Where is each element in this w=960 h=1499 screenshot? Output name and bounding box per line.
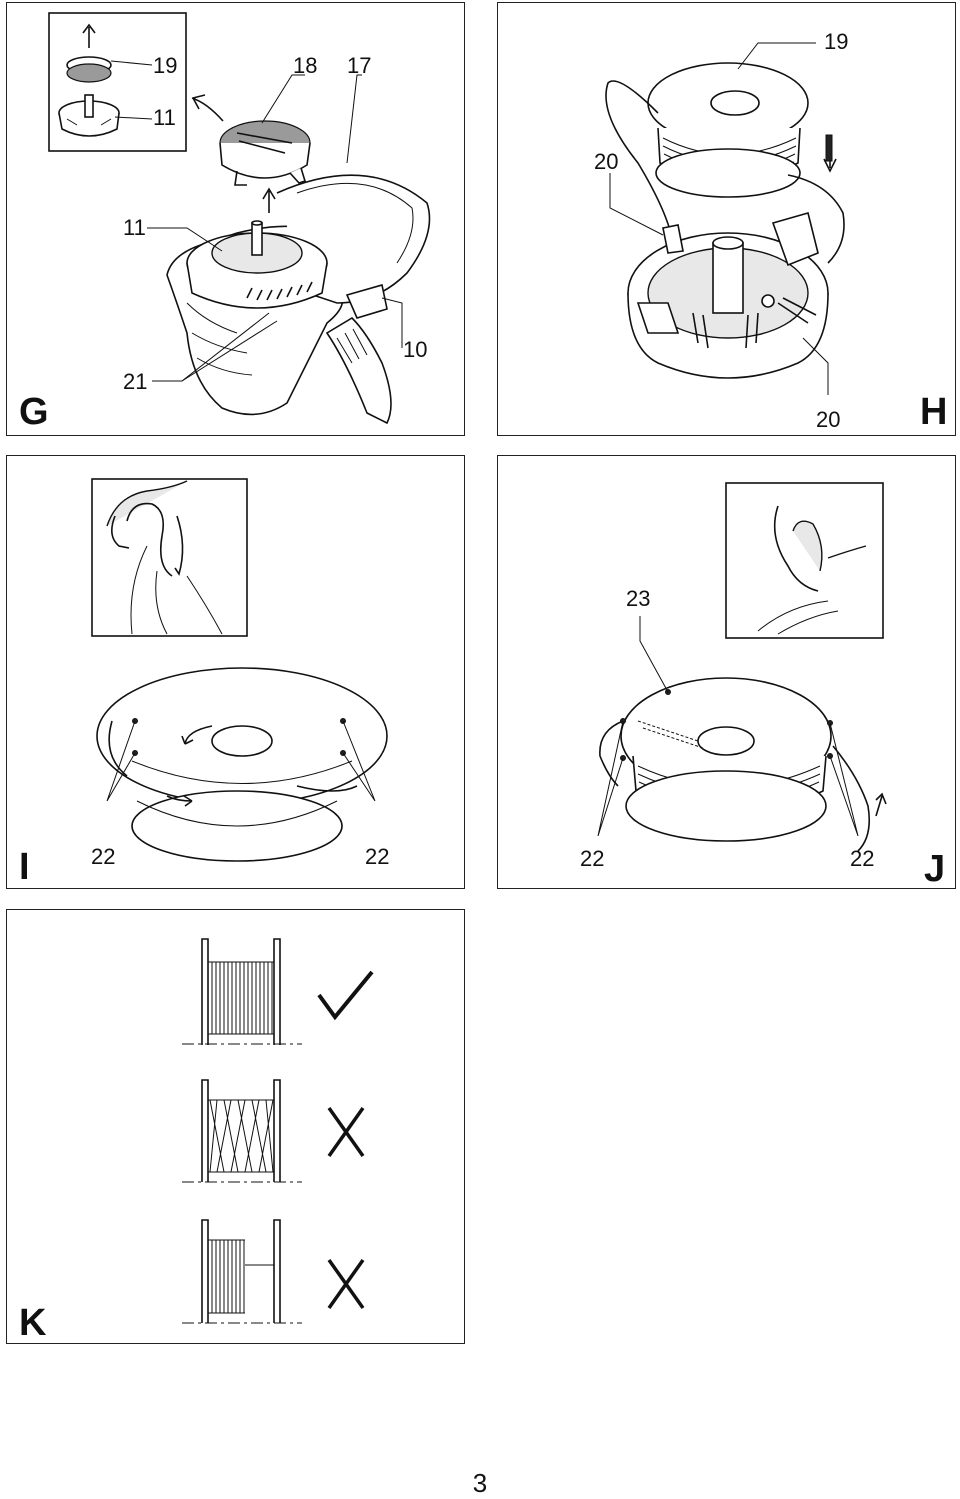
callout-21: 21 (123, 369, 148, 394)
spool-crossed-winding (182, 1079, 302, 1183)
housing-shaft (712, 242, 744, 314)
panel-i: 22 22 I (6, 455, 465, 889)
panel-j-illustration (597, 482, 887, 852)
spool-shaft (251, 222, 263, 256)
panel-letter-j: J (924, 848, 946, 890)
callout-18: 18 (293, 53, 318, 78)
check-mark-icon (317, 970, 374, 1021)
panel-g-illustration (48, 12, 431, 425)
panel-i-illustration (91, 478, 388, 862)
callout-17: 17 (347, 53, 372, 78)
cross-mark-icon (327, 1258, 365, 1310)
callout-22-left: 22 (580, 846, 605, 871)
spool-base (625, 770, 827, 842)
callout-10: 10 (403, 337, 428, 362)
panel-letter-h: H (920, 391, 948, 433)
curved-arrow (191, 94, 224, 122)
callout-22-right: 22 (850, 846, 875, 871)
inset-frame (91, 478, 248, 637)
loose-line (605, 80, 674, 244)
inset-spool-line (66, 63, 112, 83)
callout-11: 11 (123, 215, 146, 240)
curved-arrow (181, 725, 213, 745)
inset-frame (725, 482, 884, 639)
handle (325, 316, 392, 425)
page-number: 3 (472, 1468, 488, 1498)
panel-letter-g: G (19, 391, 49, 433)
callout-20-bottom: 20 (816, 407, 841, 432)
panel-j: 23 22 22 J (497, 455, 956, 889)
inset-up-arrow (82, 23, 96, 48)
cross-mark-icon (327, 1106, 365, 1158)
callout-22-right: 22 (365, 844, 390, 869)
panel-k: K (6, 909, 465, 1344)
panel-h: 19 20 20 H (497, 2, 956, 436)
callout-11-inset: 11 (153, 105, 176, 130)
spool-correct-winding (182, 938, 302, 1045)
spool-uneven-winding (182, 1219, 302, 1324)
clip-10 (345, 283, 388, 319)
callout-23: 23 (626, 586, 651, 611)
inset-frame (48, 12, 187, 152)
panel-letter-k: K (19, 1302, 47, 1344)
panel-h-illustration (605, 42, 845, 395)
panel-k-illustration (182, 938, 374, 1324)
up-arrow (262, 187, 276, 213)
callout-19: 19 (824, 29, 849, 54)
callout-20-top: 20 (594, 149, 619, 174)
panel-g: 19 11 18 17 11 10 21 G (6, 2, 465, 436)
callout-19: 19 (153, 53, 178, 78)
callout-22-left: 22 (91, 844, 116, 869)
inset-line-loop (792, 520, 823, 572)
panel-letter-i: I (19, 846, 30, 888)
